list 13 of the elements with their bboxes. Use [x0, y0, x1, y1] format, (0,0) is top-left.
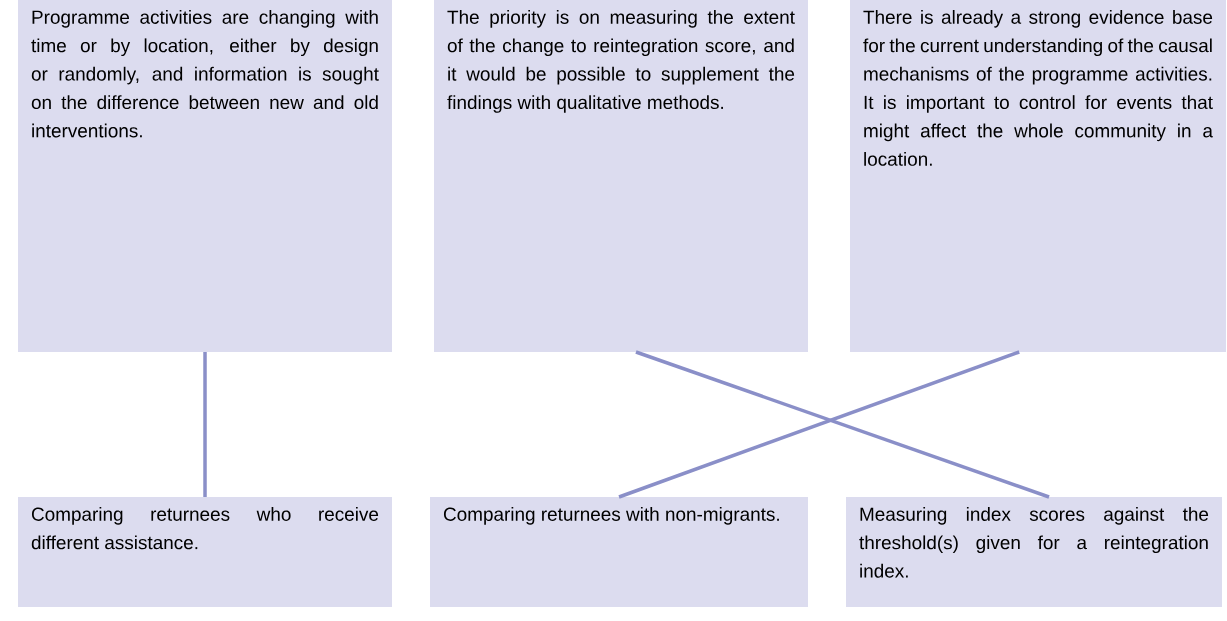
box-text: There is already a strong evidence base for the current understanding of the causal mechanisms of the programme activities. It is important to control for events that might affect the whole community in a location. — [863, 10, 1213, 166]
text-box — [18, 0, 392, 352]
text-box — [430, 497, 808, 607]
text-box — [846, 497, 1222, 607]
text-box — [434, 0, 808, 352]
box-text: Comparing returnees who receive different assistance. — [31, 507, 379, 550]
box-text: Programme activities are changing with time or by location, either by design or randomly, and information is sought on the difference between new and old interventions. — [31, 10, 379, 138]
box-text: Comparing returnees with non-migrants. — [443, 507, 779, 525]
box-text: The priority is on measuring the extent of the change to reintegration score, and it would be possible to supplement the findings with qualitative methods. — [447, 10, 795, 113]
text-box — [850, 0, 1226, 352]
connector-line — [203, 352, 207, 497]
box-text: Measuring index scores against the threshold(s) given for a reintegration index. — [859, 507, 1209, 578]
text-box — [18, 497, 392, 607]
